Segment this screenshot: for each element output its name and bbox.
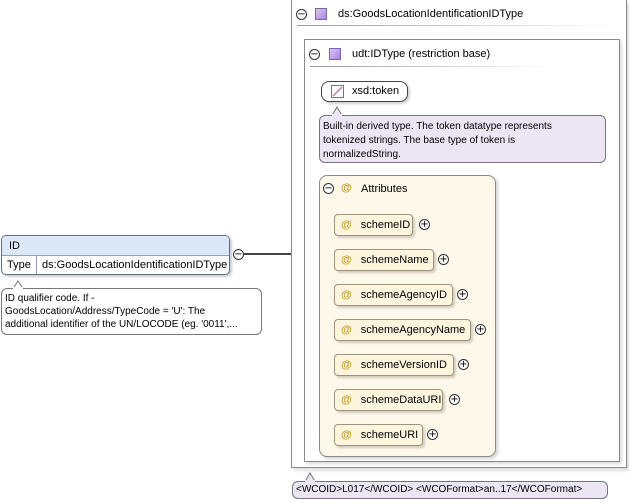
attribute-expand-icon[interactable]: + [438,254,449,265]
builtin-doc-line-1: Built-in derived type. The token datatyp… [323,121,552,132]
type-value: ds:GoodsLocationIdentificationIDType [42,259,228,271]
attribute-icon: @ [341,289,352,301]
builtin-type-name: xsd:token [352,85,400,97]
element-type-row: Type ds:GoodsLocationIdentificationIDTyp… [2,256,229,274]
attributes-collapse-icon[interactable]: − [323,183,334,194]
builtin-doc-pointer-cover [332,114,342,117]
element-doc-line-3: additional identifier of the UN/LOCODE (… [5,319,238,330]
attribute-expand-icon[interactable]: + [419,219,430,230]
builtin-type-icon [331,85,344,98]
attribute-scheme-data-uri[interactable]: @ schemeDataURI [334,389,443,411]
attribute-scheme-version-id[interactable]: @ schemeVersionID [334,354,454,376]
builtin-doc-line-3: normalizedString. [323,149,401,160]
attribute-icon: @ [341,394,352,406]
attribute-label: schemeAgencyID [360,289,447,301]
element-doc-line-2: GoodsLocation/Address/TypeCode = 'U': Th… [5,306,206,317]
doc-pointer-cover [13,287,23,290]
attribute-expand-icon[interactable]: + [427,429,438,440]
attribute-icon: @ [341,219,352,231]
type-divider [36,256,37,274]
element-doc-line-1: ID qualifier code. If - [5,293,95,304]
attribute-expand-icon[interactable]: + [449,394,460,405]
attribute-scheme-agency-name[interactable]: @ schemeAgencyName [334,319,471,341]
attribute-label: schemeDataURI [360,394,442,406]
attribute-scheme-uri[interactable]: @ schemeURI [334,424,423,446]
base-type-collapse-icon[interactable]: − [309,49,320,60]
attribute-label: schemeURI [360,429,419,441]
base-type-icon [329,48,341,60]
attribute-expand-icon[interactable]: + [458,359,469,370]
attribute-icon: @ [341,359,352,371]
attributes-label: Attributes [361,183,408,195]
complex-type-collapse-icon[interactable]: − [296,9,307,20]
footer-doc-text: <WCOID>L017</WCOID> <WCOFormat>an..17</W… [296,484,583,495]
attribute-icon: @ [341,254,352,266]
attribute-label: schemeID [360,219,411,231]
attributes-at-icon: @ [341,182,352,194]
builtin-doc-line-2: tokenized strings. The base type of toke… [323,135,516,146]
element-box[interactable]: ID Type ds:GoodsLocationIdentificationID… [1,235,230,275]
complex-type-name: ds:GoodsLocationIdentificationIDType [338,8,524,20]
attribute-scheme-id[interactable]: @ schemeID [334,214,413,236]
attribute-label: schemeAgencyName [360,324,466,336]
attribute-icon: @ [341,324,352,336]
attribute-icon: @ [341,429,352,441]
builtin-type-box[interactable]: xsd:token [321,81,408,102]
complex-type-title-rule [297,25,617,26]
attribute-label: schemeVersionID [360,359,447,371]
element-name: ID [9,240,20,252]
element-header: ID [2,236,229,256]
attribute-scheme-agency-id[interactable]: @ schemeAgencyID [334,284,453,306]
attribute-expand-icon[interactable]: + [475,324,486,335]
footer-documentation: <WCOID>L017</WCOID> <WCOFormat>an..17</W… [292,481,608,499]
attribute-label: schemeName [360,254,429,266]
complex-type-icon [315,8,327,20]
attribute-expand-icon[interactable]: + [457,289,468,300]
footer-doc-pointer-cover [305,480,315,483]
attribute-scheme-name[interactable]: @ schemeName [334,249,434,271]
builtin-documentation: Built-in derived type. The token datatyp… [319,115,606,163]
type-label: Type [7,259,31,271]
element-documentation: ID qualifier code. If - GoodsLocation/Ad… [1,288,262,335]
base-type-title-rule [310,66,550,67]
base-type-name: udt:IDType (restriction base) [352,48,491,60]
element-collapse-icon[interactable]: − [233,249,244,260]
